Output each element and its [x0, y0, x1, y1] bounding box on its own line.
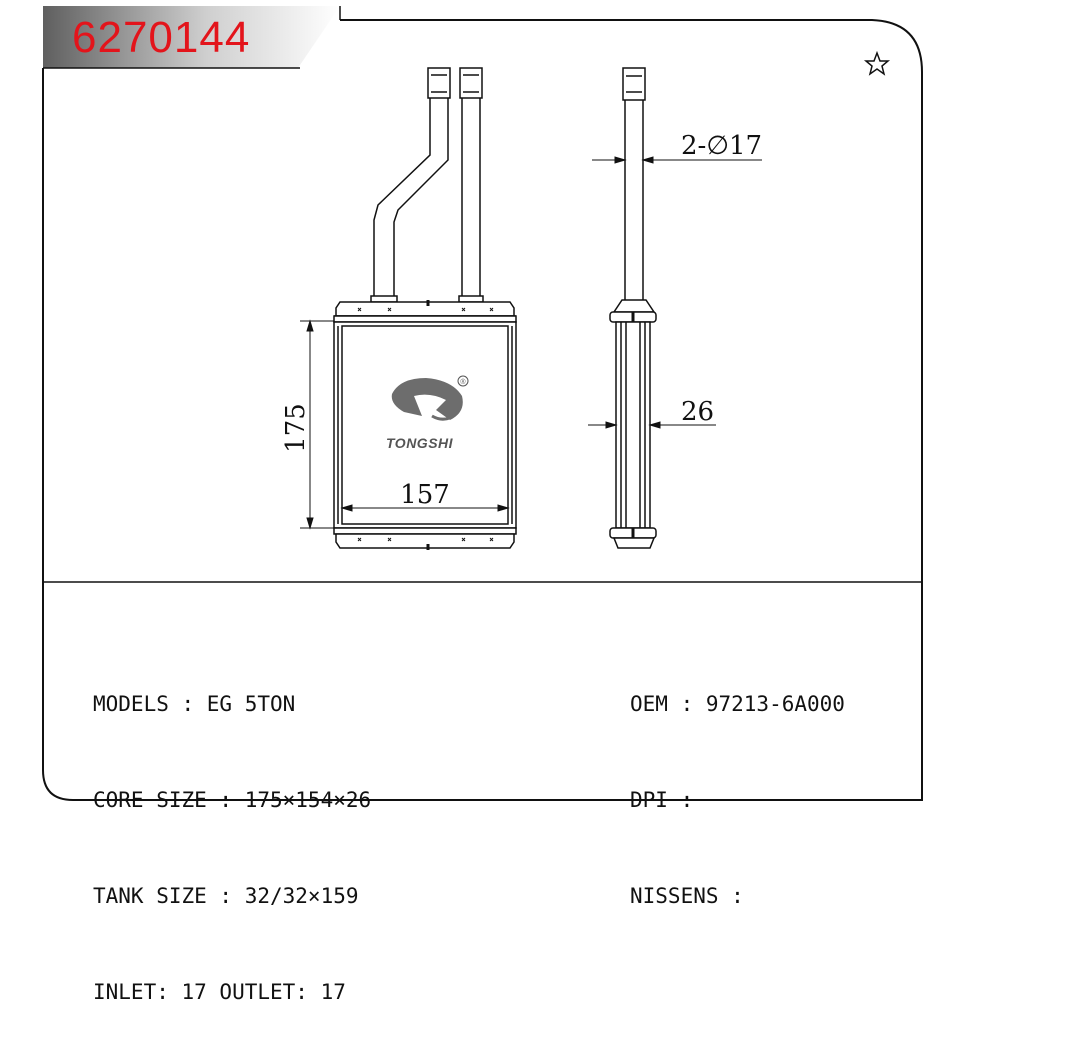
tongshi-logo: ® TONGSHI — [386, 375, 469, 451]
star-outline-icon[interactable] — [863, 50, 891, 76]
spec-inlet-outlet: INLET: 17 OUTLET: 17 — [93, 980, 346, 1004]
inlet-pipe — [370, 67, 451, 303]
dim-depth-label: 26 — [681, 397, 714, 427]
technical-drawing: 175 157 ® TONGSHI — [42, 6, 923, 801]
spec-core-size: CORE SIZE : 175×154×26 — [93, 788, 372, 812]
front-view — [333, 67, 517, 550]
part-number-banner — [43, 6, 340, 68]
dim-height-label: 175 — [281, 403, 311, 453]
spec-list-right: OEM : 97213-6A000 DPI : NISSENS : — [630, 624, 845, 944]
logo-brand-text: TONGSHI — [386, 435, 454, 451]
sheet-border — [42, 19, 923, 801]
outlet-pipe — [458, 67, 484, 303]
spec-list-left: MODELS : EG 5TON CORE SIZE : 175×154×26 … — [93, 624, 371, 1040]
part-number: 6270144 — [72, 13, 251, 62]
spec-tank-size: TANK SIZE : 32/32×159 — [93, 884, 359, 908]
width-dimension — [340, 504, 510, 512]
core — [333, 321, 517, 529]
pipe-dimension — [592, 156, 762, 164]
dim-pipe-label: 2-∅17 — [681, 131, 762, 161]
drawing-sheet: 175 157 ® TONGSHI — [42, 6, 923, 1004]
spec-oem: OEM : 97213-6A000 — [630, 692, 845, 716]
depth-dimension — [588, 421, 716, 429]
spec-models: MODELS : EG 5TON — [93, 692, 296, 716]
svg-text:®: ® — [460, 378, 466, 386]
side-view — [609, 67, 657, 549]
top-tank — [335, 301, 515, 317]
spec-nissens: NISSENS : — [630, 884, 744, 908]
bottom-tank — [335, 533, 515, 549]
dim-width-label: 157 — [400, 480, 450, 510]
height-dimension — [300, 319, 334, 530]
spec-dpi: DPI : — [630, 788, 694, 812]
